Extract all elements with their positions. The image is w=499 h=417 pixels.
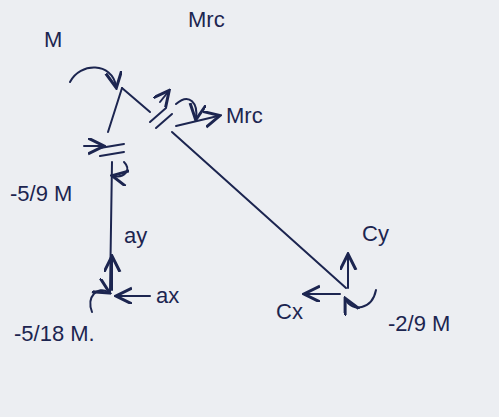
moment-label: M: [44, 28, 62, 52]
moment-label: -5/18 M.: [14, 322, 95, 346]
force-label: Cy: [362, 222, 389, 246]
moment-label: Mrc: [188, 8, 225, 32]
moment-label: Mrc: [226, 104, 263, 128]
moment-label: -5/9 M: [10, 182, 72, 206]
force-label: Cx: [276, 300, 303, 324]
force-label: ay: [124, 224, 147, 248]
moment-label: -2/9 M: [388, 312, 450, 336]
force-label: ax: [156, 284, 179, 308]
